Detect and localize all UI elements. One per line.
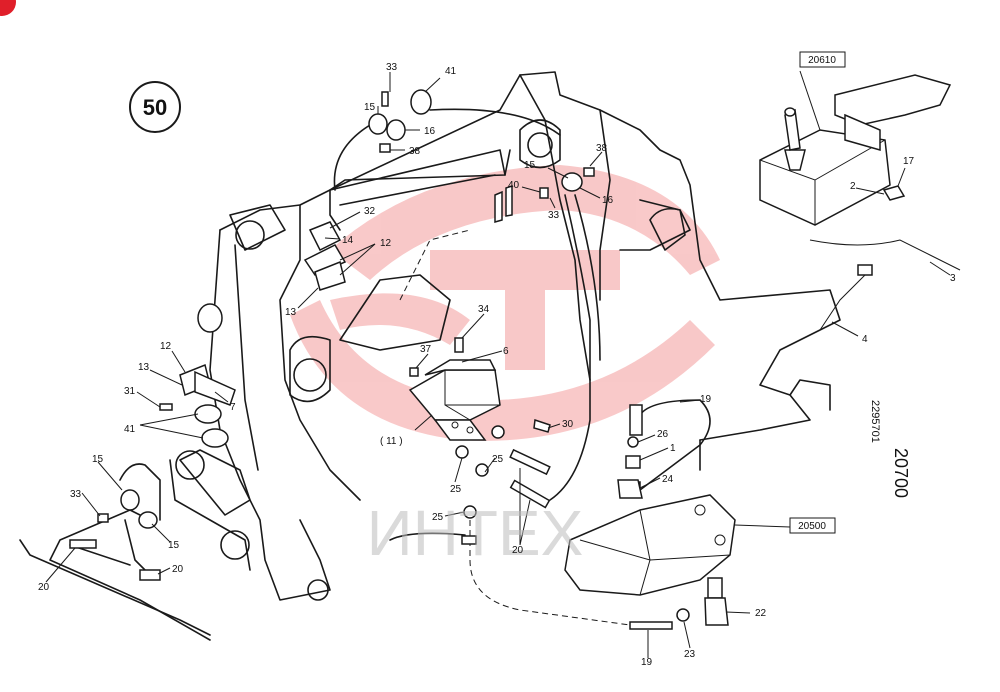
callout-label: 40 xyxy=(508,180,520,191)
callout-label: 41 xyxy=(124,424,136,435)
ref-box-label: 20610 xyxy=(808,55,836,66)
callout-label: 12 xyxy=(380,238,392,249)
callout-label: 20 xyxy=(172,564,184,575)
callout-leader-lines xyxy=(45,70,951,658)
callout-label: 13 xyxy=(285,307,297,318)
callout-label: 6 xyxy=(503,346,509,357)
corner-badge-icon xyxy=(0,0,16,16)
clamps-and-fittings xyxy=(97,89,690,622)
callout-label: 15 xyxy=(364,102,376,113)
callout-label: 15 xyxy=(92,454,104,465)
callout-label: 7 xyxy=(230,402,236,413)
group-number: 50 xyxy=(143,95,167,120)
callout-label: 38 xyxy=(409,146,421,157)
callout-label: 1 xyxy=(670,443,676,454)
callout-label: 32 xyxy=(364,206,376,217)
callout-label: 20 xyxy=(512,545,524,556)
callout-label: 38 xyxy=(596,143,608,154)
callout-label: 37 xyxy=(420,344,432,355)
callout-label: 15 xyxy=(168,540,180,551)
callout-label: 25 xyxy=(450,484,462,495)
callout-label: 17 xyxy=(903,156,915,167)
callout-label: 24 xyxy=(662,474,674,485)
group-number-badge: 50 xyxy=(129,81,181,133)
callout-label: 20 xyxy=(38,582,50,593)
callout-label: 33 xyxy=(548,210,560,221)
callout-label: 33 xyxy=(70,489,82,500)
callout-label: ( 11 ) xyxy=(380,436,403,447)
callout-label: 12 xyxy=(160,341,172,352)
callout-label: 41 xyxy=(445,66,457,77)
joystick-control-unit xyxy=(759,74,961,331)
callout-label: 16 xyxy=(602,195,614,206)
ref-box-20500: 20500 xyxy=(789,517,836,534)
callout-label: 19 xyxy=(641,657,653,668)
watermark-text: ИНТЕХ xyxy=(367,497,584,569)
callout-label: 2 xyxy=(850,181,856,192)
callout-label: 25 xyxy=(432,512,444,523)
callout-label: 15 xyxy=(524,160,536,171)
callout-label: 31 xyxy=(124,386,136,397)
callout-label: 14 xyxy=(342,235,354,246)
callout-label: 16 xyxy=(424,126,436,137)
callout-label: 33 xyxy=(386,62,398,73)
part-code: 2295701 xyxy=(869,400,881,443)
callout-label: 3 xyxy=(950,273,956,284)
callout-label: 34 xyxy=(478,304,490,315)
callout-label: 25 xyxy=(492,454,504,465)
callout-label: 4 xyxy=(862,334,868,345)
callout-label: 30 xyxy=(562,419,574,430)
control-valve-block xyxy=(408,337,501,441)
callout-label: 19 xyxy=(700,394,712,405)
figure-number: 20700 xyxy=(891,448,911,498)
ref-box-label: 20500 xyxy=(798,521,826,532)
hydraulic-pump xyxy=(564,494,736,626)
callout-label: 13 xyxy=(138,362,150,373)
callout-labels: 33 41 15 16 38 15 38 40 33 16 32 14 12 1… xyxy=(38,62,956,668)
watermark-logo-icon xyxy=(290,165,720,441)
callout-label: 23 xyxy=(684,649,696,660)
ref-box-20610: 20610 xyxy=(799,51,846,68)
callout-label: 26 xyxy=(657,429,669,440)
callout-label: 22 xyxy=(755,608,767,619)
